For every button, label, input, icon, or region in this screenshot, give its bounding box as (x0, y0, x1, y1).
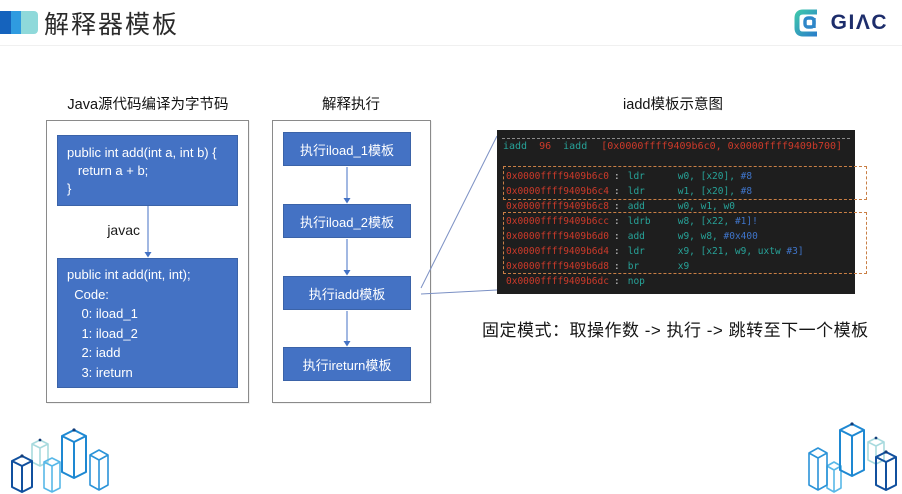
header-divider (0, 45, 902, 46)
bytecode-line: 0: iload_1 (67, 306, 138, 321)
asm-address: 0x0000ffff9409b6c0 (506, 171, 609, 182)
javac-label: javac (107, 222, 140, 238)
bytecode-line: 2: iadd (67, 345, 121, 360)
asm-immediate: #8 (740, 171, 753, 182)
iadd-template-terminal: iadd 96 iadd [0x0000ffff9409b6c0, 0x0000fff… (497, 130, 855, 294)
asm-operands: w0, [x20], (677, 171, 741, 182)
crystal-decoration-right (808, 422, 897, 493)
terminal-header-line: iadd 96 iadd [0x0000ffff9409b6c0, 0x0000fff… (497, 139, 855, 155)
accent-square-dark (0, 11, 11, 34)
source-line: } (67, 181, 72, 196)
fixed-pattern-caption: 固定模式：取操作数 -> 执行 -> 跳转至下一个模板 (482, 321, 869, 340)
asm-immediate: #8 (740, 186, 753, 197)
asm-operands: x9, [x21, w9, uxtw (677, 246, 787, 257)
bytecode-line: 1: iload_2 (67, 325, 138, 341)
asm-row: 0x0000ffff9409b6c0: ldr w0, [x20], #8 (497, 169, 855, 184)
asm-operands: x9 (677, 261, 690, 272)
template-index: 96 (539, 141, 552, 152)
asm-colon: : (614, 276, 620, 287)
asm-mnemonic: nop (627, 276, 645, 287)
asm-mnemonic: add (627, 231, 645, 242)
title-accent-squares (0, 11, 38, 34)
asm-colon: : (614, 201, 620, 212)
source-line: public int add(int a, int b) { (67, 145, 217, 160)
accent-square-mid (11, 11, 21, 34)
middle-column-heading: 解释执行 (322, 97, 380, 113)
asm-address: 0x0000ffff9409b6d0 (506, 231, 609, 242)
step-ireturn-box: 执行ireturn模板 (283, 347, 411, 381)
asm-address: 0x0000ffff9409b6c4 (506, 186, 609, 197)
terminal-instruction-rows: 0x0000ffff9409b6c0: ldr w0, [x20], #8 0x00… (497, 169, 855, 289)
page-title: 解释器模板 (44, 11, 180, 39)
asm-mnemonic: ldrb (627, 216, 651, 227)
asm-address: 0x0000ffff9409b6d4 (506, 246, 609, 257)
asm-row: 0x0000ffff9409b6c8: add w0, w1, w0 (497, 199, 855, 214)
asm-row: 0x0000ffff9409b6c4: ldr w1, [x20], #8 (497, 184, 855, 199)
asm-row: 0x0000ffff9409b6d4: ldr x9, [x21, w9, uxtw… (497, 244, 855, 259)
right-column-heading: iadd模板示意图 (623, 97, 723, 113)
bytecode-line: 3: ireturn (67, 364, 133, 380)
asm-row: 0x0000ffff9409b6cc: ldrb w8, [x22, #1]! (497, 214, 855, 229)
asm-address: 0x0000ffff9409b6d8 (506, 261, 609, 272)
template-mnemonic: iadd (503, 141, 528, 152)
asm-immediate: #1]! (734, 216, 758, 227)
asm-address: 0x0000ffff9409b6dc (506, 276, 609, 287)
asm-colon: : (614, 171, 620, 182)
asm-mnemonic: ldr (627, 246, 645, 257)
asm-row: 0x0000ffff9409b6d0: add w9, w8, #0x400 (497, 229, 855, 244)
template-name: iadd (563, 141, 588, 152)
asm-colon: : (614, 246, 620, 257)
asm-immediate: #0x400 (723, 231, 758, 242)
asm-operands: w9, w8, (677, 231, 724, 242)
asm-mnemonic: ldr (627, 186, 645, 197)
bytecode-line: Code: (67, 286, 109, 302)
giac-logo-text: GIΛC (830, 11, 888, 34)
asm-mnemonic: br (627, 261, 640, 272)
asm-row: 0x0000ffff9409b6d8: br x9 (497, 259, 855, 274)
asm-colon: : (614, 216, 620, 227)
giac-logo: GIΛC (792, 7, 888, 39)
source-line: return a + b; (67, 163, 149, 178)
asm-operands: w8, [x22, (677, 216, 735, 227)
asm-mnemonic: add (627, 201, 645, 212)
giac-logo-icon (794, 9, 817, 37)
asm-operands: w1, [x20], (677, 186, 741, 197)
asm-address: 0x0000ffff9409b6c8 (506, 201, 609, 212)
asm-colon: : (614, 186, 620, 197)
step-iload2-box: 执行iload_2模板 (283, 204, 411, 238)
java-source-box: public int add(int a, int b) { return a … (57, 135, 238, 206)
bytecode-line: public int add(int, int); (67, 267, 191, 282)
accent-square-light (21, 11, 38, 34)
crystal-decoration-left (11, 428, 109, 493)
asm-address: 0x0000ffff9409b6cc (506, 216, 609, 227)
step-iadd-box: 执行iadd模板 (283, 276, 411, 310)
left-column-heading: Java源代码编译为字节码 (67, 97, 229, 113)
terminal-top-dashed-line (502, 138, 850, 139)
asm-colon: : (614, 261, 620, 272)
asm-row: 0x0000ffff9409b6dc: nop (497, 274, 855, 289)
asm-mnemonic: ldr (627, 171, 645, 182)
template-address-range: [0x0000ffff9409b6c0, 0x0000ffff9409b700] (601, 141, 843, 152)
bytecode-box: public int add(int, int); Code: 0: iload… (57, 258, 238, 388)
asm-colon: : (614, 231, 620, 242)
step-iload1-box: 执行iload_1模板 (283, 132, 411, 166)
asm-immediate: #3] (786, 246, 804, 257)
source-column-frame (46, 120, 249, 403)
asm-operands: w0, w1, w0 (677, 201, 735, 212)
